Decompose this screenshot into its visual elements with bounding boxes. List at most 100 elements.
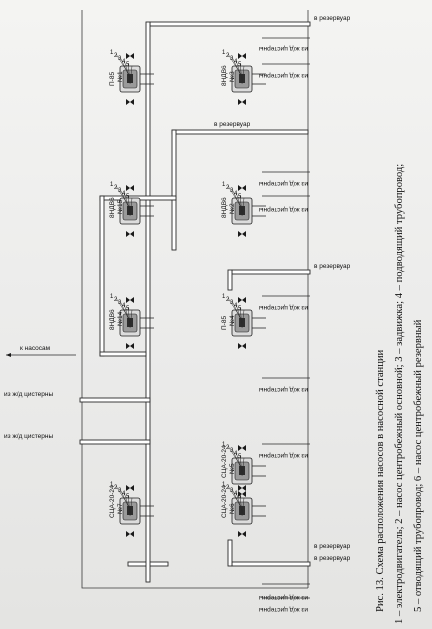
gate-valve <box>126 343 134 349</box>
gate-valve <box>126 531 134 537</box>
part-number-3: 3 <box>118 188 122 194</box>
part-number-2: 2 <box>226 185 230 191</box>
pump-number: №1 <box>117 71 124 82</box>
part-number-4: 4 <box>234 303 238 309</box>
gate-valve <box>126 297 134 303</box>
part-number-4: 4 <box>122 191 126 197</box>
part-number-1: 1 <box>222 50 226 56</box>
part-leader <box>129 497 133 517</box>
collector-right-2 <box>227 539 233 567</box>
gate-valve <box>126 485 134 491</box>
pump-number: №6 <box>229 503 236 514</box>
part-leader <box>129 65 133 85</box>
part-number-4: 4 <box>122 491 126 497</box>
pump-impeller <box>127 206 133 215</box>
part-number-4: 4 <box>234 491 238 497</box>
tank-label-left-2: из ж/д цистерны <box>4 433 53 440</box>
pump-model: 8НДВ6 <box>221 197 228 218</box>
part-number-5: 5 <box>238 494 242 500</box>
part-leader <box>235 59 243 81</box>
pump-model: СЦА-20-24 <box>221 445 228 478</box>
part-number-1: 1 <box>222 182 226 188</box>
figure-caption: Рис. 13. Схема расположения насосов в на… <box>375 164 424 624</box>
part-leader <box>123 59 131 81</box>
caption-line-2: 1 – электродвигатель; 2 – насос центробе… <box>394 164 405 624</box>
gate-valve <box>126 53 134 59</box>
gate-valve <box>238 445 246 451</box>
discharge-pipe-2 <box>171 129 309 135</box>
gate-valve <box>238 231 246 237</box>
gate-valve <box>238 485 246 491</box>
caption-line-1: Рис. 13. Схема расположения насосов в на… <box>375 349 386 612</box>
pump-number: №2 <box>229 203 236 214</box>
part-leader <box>235 191 243 213</box>
discharge-pipe-4 <box>231 561 311 567</box>
pump-impeller <box>127 74 133 83</box>
tank-label-9: из ж/д цистерны <box>259 606 308 613</box>
tank-label-6: из ж/д цистерны <box>259 386 308 393</box>
part-number-1: 1 <box>110 482 114 488</box>
gate-valve <box>126 185 134 191</box>
pump-number: №14 <box>117 311 124 326</box>
collector-pipes <box>79 21 233 583</box>
part-leader <box>129 309 133 329</box>
part-number-2: 2 <box>226 445 230 451</box>
drawing-frame <box>81 10 309 589</box>
part-number-1: 1 <box>110 182 114 188</box>
collector-branch-f <box>79 439 151 445</box>
gate-valve <box>238 53 246 59</box>
reservoir-label-2: в резервуар <box>214 121 251 128</box>
part-leader <box>235 491 243 513</box>
pump-number: №5 <box>229 463 236 474</box>
part-number-4: 4 <box>234 191 238 197</box>
to-pump-label: к насосам <box>20 345 51 352</box>
pump-impeller <box>127 318 133 327</box>
part-number-5: 5 <box>126 194 130 200</box>
part-leader <box>241 309 245 329</box>
part-leader <box>241 457 245 477</box>
part-number-5: 5 <box>238 194 242 200</box>
collector-branch-e <box>79 397 151 403</box>
caption-line-3: 5 – отводящий трубопровод; 6 – насос цен… <box>413 319 424 612</box>
part-number-3: 3 <box>230 300 234 306</box>
part-leader <box>239 62 243 83</box>
pump-impeller <box>239 74 245 83</box>
part-number-2: 2 <box>226 297 230 303</box>
collector-branch-a <box>171 129 177 251</box>
tank-label-4: из ж/д цистерны <box>259 206 308 213</box>
part-number-2: 2 <box>114 485 118 491</box>
pump-model: 8НДВ6 <box>109 197 116 218</box>
part-number-1: 1 <box>222 482 226 488</box>
part-number-4: 4 <box>234 59 238 65</box>
tank-label-1: из ж/д цистерны <box>259 45 308 52</box>
part-number-3: 3 <box>118 300 122 306</box>
part-number-2: 2 <box>114 185 118 191</box>
part-leader <box>123 303 131 325</box>
part-leader <box>127 494 131 515</box>
pump-impeller <box>127 506 133 515</box>
discharge-pipe-3 <box>231 269 311 275</box>
part-number-2: 2 <box>114 53 118 59</box>
part-number-5: 5 <box>238 454 242 460</box>
part-leader <box>239 194 243 215</box>
reservoir-label-5: в резервуар <box>314 543 351 550</box>
part-number-2: 2 <box>226 485 230 491</box>
part-leader <box>239 306 243 327</box>
part-number-2: 2 <box>226 53 230 59</box>
gate-valve <box>238 531 246 537</box>
tank-label-left-1: из ж/д цистерны <box>4 391 53 398</box>
part-number-5: 5 <box>126 306 130 312</box>
suction-pipes <box>262 37 310 599</box>
tank-label-7: из ж/д цистерны <box>259 452 308 459</box>
reservoir-label-1: в резервуар <box>314 15 351 22</box>
part-number-2: 2 <box>114 297 118 303</box>
pump-model: СЦА-20-24 <box>221 485 228 518</box>
pump-model: П-85 <box>221 316 228 330</box>
